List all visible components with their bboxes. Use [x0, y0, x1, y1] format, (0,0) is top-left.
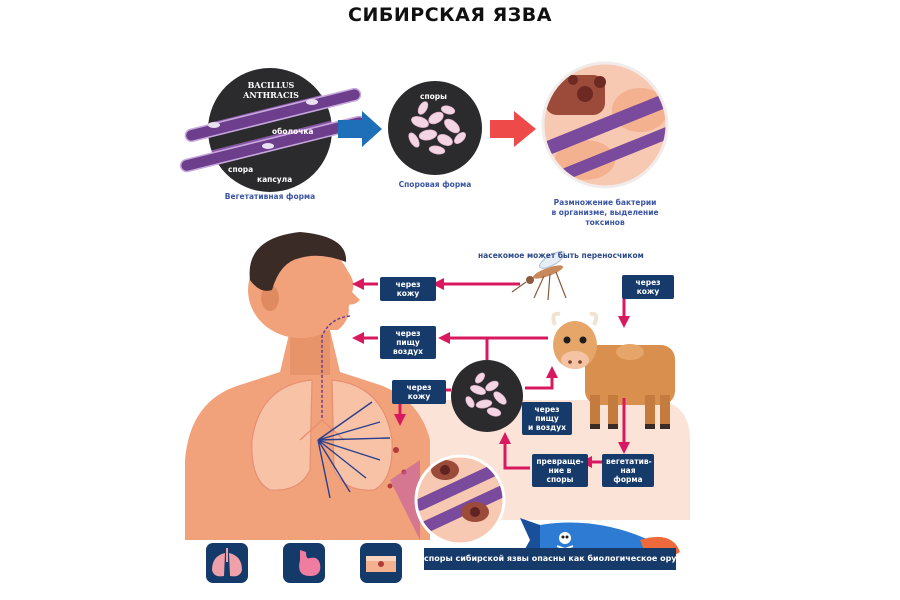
label-spores: споры: [420, 92, 447, 101]
transmission-arrows: [352, 278, 630, 470]
caption-reproduction: Размножение бактерии в организме, выделе…: [545, 198, 665, 228]
box-to-spores: превраще- ние в споры: [532, 454, 588, 487]
box-food-air-cow-line2: и воздух: [528, 423, 566, 432]
mosquito-icon: [511, 251, 567, 301]
stomach-icon: [283, 543, 325, 583]
page-title: СИБИРСКАЯ ЯЗВА: [348, 4, 552, 26]
human-figure: [185, 232, 430, 540]
arrow-blue: [338, 111, 382, 147]
reproduction-circle: [541, 61, 669, 189]
bacillus-name-line1: BACILLUS: [247, 80, 295, 90]
label-shell: оболочка: [272, 127, 314, 136]
box-to-spores-line1: превраще-: [536, 457, 584, 466]
caption-reproduction-line1: Размножение бактерии: [553, 198, 657, 207]
box-skin-right: через кожу: [622, 275, 674, 299]
arrow-red: [490, 111, 536, 147]
caption-reproduction-line2: в организме, выделение: [551, 208, 659, 217]
box-vegetative: вегетатив- ная форма: [602, 454, 654, 487]
box-food-air-human-line2: воздух: [392, 347, 424, 356]
spores-circle-center: [451, 360, 523, 432]
bioweapon-banner: споры сибирской язвы опасны как биологич…: [424, 548, 696, 570]
bacillus-circle: [179, 68, 367, 192]
label-capsule: капсула: [257, 175, 293, 184]
cow-icon: [551, 311, 675, 429]
bacillus-name: BACILLUS ANTHRACIS: [236, 80, 306, 100]
caption-spore-form: Споровая форма: [398, 180, 472, 189]
box-food-air-cow-line1: через пищу: [534, 405, 560, 423]
caption-vegetative: Вегетативная форма: [224, 192, 316, 201]
box-food-air-human: через пищу воздух: [380, 326, 436, 359]
insect-note: насекомое может быть переносчиком: [478, 251, 644, 260]
skin-icon: [360, 543, 402, 583]
bacillus-name-line2: ANTHRACIS: [243, 90, 299, 100]
box-skin-mid: через кожу: [392, 380, 446, 404]
box-vegetative-line1: вегетатив-: [606, 457, 652, 466]
box-to-spores-line2: ние в споры: [546, 466, 574, 484]
box-vegetative-line2: ная форма: [613, 466, 643, 484]
lungs-icon: [206, 543, 248, 583]
magnified-tissue: [390, 454, 506, 546]
box-food-air-cow: через пищу и воздух: [522, 402, 572, 435]
box-skin-left: через кожу: [380, 277, 436, 301]
box-food-air-human-line1: через пищу: [395, 329, 421, 347]
caption-reproduction-line3: токсинов: [585, 218, 625, 227]
spores-circle: [388, 81, 482, 175]
label-spore: спора: [228, 165, 254, 174]
